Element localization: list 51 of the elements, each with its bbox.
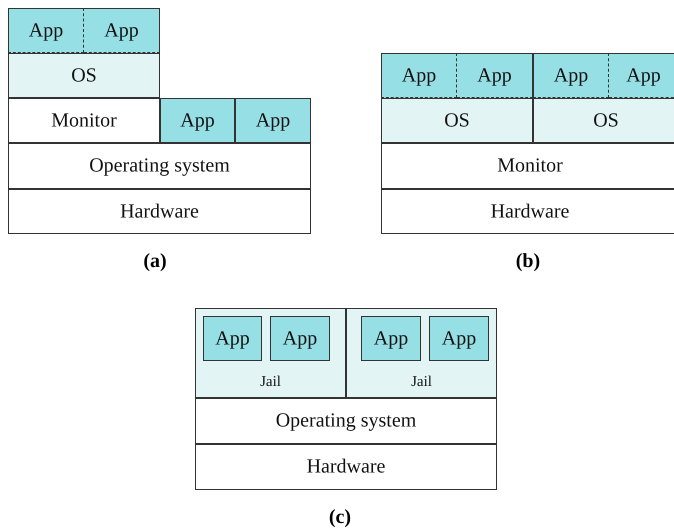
layer-label: App — [372, 327, 410, 350]
layer-label: App — [440, 327, 478, 350]
layer-box — [361, 316, 421, 361]
layer-label: App — [103, 19, 140, 42]
layer-box — [84, 8, 160, 53]
layer-label: Hardware — [490, 200, 570, 223]
subfigure-label: (b) — [516, 250, 540, 273]
layer-box — [195, 308, 346, 398]
layer-box — [533, 98, 674, 143]
layer-label: Monitor — [496, 154, 564, 178]
layer-label: App — [28, 19, 64, 42]
layer-label: Operating system — [274, 410, 418, 432]
layer-box — [381, 98, 533, 143]
layer-box — [8, 98, 160, 143]
layer-box — [195, 444, 497, 490]
layer-label: Monitor — [50, 109, 118, 132]
layer-label: App — [254, 109, 292, 132]
layer-box — [8, 143, 311, 189]
layer-box — [235, 98, 311, 143]
layer-label: App — [476, 64, 513, 87]
subfigure-label: (a) — [143, 250, 167, 273]
layer-label: App — [625, 64, 662, 87]
layer-box — [8, 53, 160, 98]
layer-box — [429, 316, 489, 361]
layer-label: Hardware — [119, 200, 200, 223]
layer-box — [457, 53, 533, 98]
layer-label: App — [282, 327, 318, 350]
layer-box — [203, 316, 262, 361]
subfigure-label: (c) — [328, 506, 352, 529]
layer-box — [533, 53, 609, 98]
layer-label: OS — [70, 64, 98, 87]
layer-label: App — [214, 327, 251, 350]
layer-label: Hardware — [306, 456, 386, 478]
layer-box — [609, 53, 674, 98]
layer-label: Jail — [410, 374, 433, 391]
layer-label: Operating system — [88, 154, 231, 178]
layer-box — [8, 189, 311, 234]
layer-box — [381, 143, 674, 189]
layer-box — [160, 98, 235, 143]
layer-label: OS — [443, 109, 471, 132]
layer-label: App — [179, 109, 216, 132]
layer-box — [270, 316, 330, 361]
layer-label: Jail — [259, 374, 282, 391]
layer-box — [381, 53, 457, 98]
layer-box — [381, 189, 674, 234]
layer-box — [195, 398, 497, 444]
layer-label: App — [400, 64, 438, 87]
layer-box — [8, 8, 84, 53]
layer-label: App — [552, 64, 590, 87]
layer-box — [346, 308, 497, 398]
layer-label: OS — [592, 109, 620, 132]
